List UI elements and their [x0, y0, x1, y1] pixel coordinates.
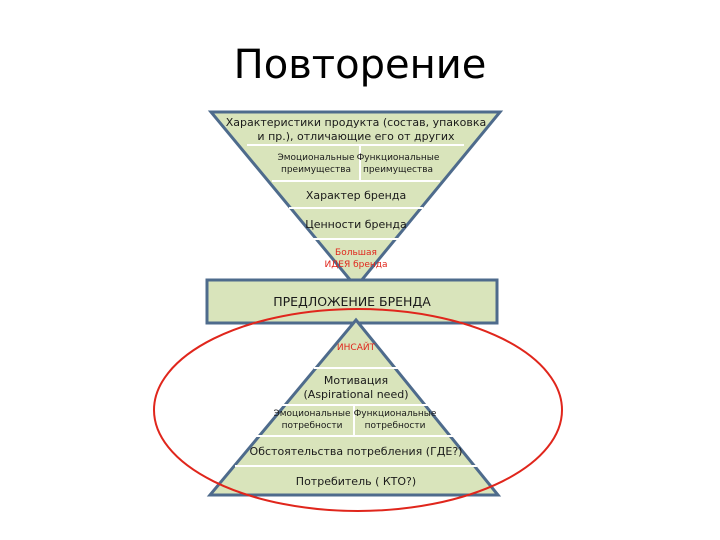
brand-offer-box: ПРЕДЛОЖЕНИЕ БРЕНДА [205, 278, 499, 325]
top-pyramid: Характеристики продукта (состав, упаковк… [207, 110, 504, 290]
functional-needs-line1: Функциональные [354, 409, 437, 419]
big-idea-line1: Большая [335, 248, 377, 258]
brand-offer-label: ПРЕДЛОЖЕНИЕ БРЕНДА [273, 294, 431, 309]
product-characteristics-line1: Характеристики продукта (состав, упаковк… [226, 116, 487, 129]
brand-character: Характер бренда [306, 189, 406, 202]
functional-benefits-line1: Функциональные [357, 153, 440, 163]
functional-needs-line2: потребности [365, 421, 426, 431]
emotional-benefits-line1: Эмоциональные [277, 153, 355, 163]
bottom-pyramid: ИНСАЙТ Мотивация (Aspirational need) Эмо… [206, 317, 502, 497]
highlight-ellipse [153, 308, 563, 512]
motivation-line1: Мотивация [324, 374, 388, 387]
insight-label: ИНСАЙТ [337, 341, 376, 353]
consumption-circumstances: Обстоятельства потребления (ГДЕ?) [250, 445, 463, 458]
slide-title: Повторение [233, 42, 487, 88]
emotional-needs-line1: Эмоциональные [273, 409, 351, 419]
brand-offer-rect [205, 278, 499, 325]
emotional-needs-line2: потребности [282, 421, 343, 431]
emotional-benefits-line2: преимущества [281, 165, 351, 175]
functional-benefits-line2: преимущества [363, 165, 433, 175]
top-pyramid-fill [207, 110, 504, 290]
motivation-line2: (Aspirational need) [304, 388, 409, 401]
consumer-label: Потребитель ( КТО?) [296, 475, 416, 488]
big-idea-line2: ИДЕЯ бренда [325, 260, 388, 270]
product-characteristics-line2: и пр.), отличающие его от других [257, 130, 455, 143]
brand-values: Ценности бренда [305, 218, 407, 231]
